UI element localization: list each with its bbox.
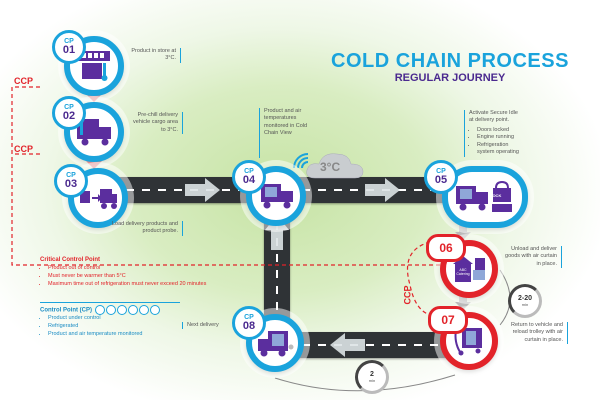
arrow-right-1 <box>185 178 220 202</box>
callout-03: Load delivery products and product probe… <box>110 221 183 236</box>
timer-icon-07-08: 2 min <box>355 360 389 394</box>
callout-05-bullets: Doors locked Engine running Refrigeratio… <box>469 127 523 157</box>
ccp-label-03: CCP <box>14 144 34 154</box>
step-node-04[interactable] <box>246 166 306 226</box>
legend-badge-icon <box>138 305 149 315</box>
callout-06: Unload and deliver goods with air curtai… <box>505 246 562 269</box>
legend-control-item: Product and air temperature monitored <box>48 331 180 339</box>
legend-control-item: Refrigerated <box>48 323 180 331</box>
store-text: ABC Catering <box>456 268 470 276</box>
callout-08: Next delivery <box>182 322 237 330</box>
legend-badge-icon <box>127 305 138 315</box>
callout-04: Product and air temperatures monitored i… <box>259 108 308 158</box>
legend-critical-item: Product out of control <box>48 265 240 273</box>
title-sub: REGULAR JOURNEY <box>394 72 506 84</box>
legend-badge-icon <box>149 305 160 315</box>
truck-lock-icon <box>456 180 512 212</box>
signal-wave-1 <box>301 161 309 169</box>
prechill-truck-icon <box>77 119 111 146</box>
callout-05: Activate Secure Idle at delivery point. … <box>464 110 523 157</box>
badge-cp-04: CP 04 <box>232 160 266 194</box>
badge-cp-03: CP 03 <box>54 164 88 198</box>
legend-critical-item: Must never be warmer than 5°C <box>48 273 240 281</box>
signal-wave-2 <box>297 157 309 169</box>
callout-05-bullet: Doors locked <box>477 127 523 134</box>
trolley-return-icon <box>454 328 482 356</box>
step-node-08[interactable] <box>246 314 304 372</box>
store-thermometer-icon <box>78 51 110 81</box>
legend-badge-icon <box>105 305 116 315</box>
truck-depart-icon <box>258 331 294 357</box>
step-node-05[interactable]: LOCK <box>442 166 528 228</box>
ccp-dashed-left <box>11 86 470 266</box>
badge-ccp-06: 06 <box>426 234 466 262</box>
loading-trolley-truck-icon <box>80 189 117 209</box>
signal-wave-3 <box>293 153 309 169</box>
legend-control-title: Control Point (CP) <box>40 307 92 314</box>
title-main: COLD CHAIN PROCESS <box>331 50 569 72</box>
cloud-icon <box>306 153 364 179</box>
badge-ccp-07: 07 <box>428 306 468 334</box>
badge-cp-08: CP 08 <box>232 306 266 340</box>
legend-badge-icon <box>116 305 127 315</box>
legend-critical-item: Maximum time out of refrigeration must n… <box>48 281 240 289</box>
callout-07: Return to vehicle and reload trolley wit… <box>505 322 568 345</box>
badge-cp-02: CP 02 <box>52 96 86 130</box>
lock-text: LOCK <box>490 193 502 198</box>
step-node-07[interactable] <box>440 312 498 370</box>
truck-signal-icon <box>261 184 293 209</box>
arrow-right-2 <box>365 178 400 202</box>
ccp-label-06-07: CCP <box>402 285 413 305</box>
diagram-title: COLD CHAIN PROCESS REGULAR JOURNEY <box>300 50 600 84</box>
cloud-temperature: 3°C <box>305 148 365 187</box>
callout-01: Product in store at 3°C. <box>128 48 181 63</box>
callout-05-text: Activate Secure Idle at delivery point. <box>469 110 518 124</box>
callout-05-bullet: Refrigeration system operating <box>477 142 523 157</box>
store-unload-icon <box>453 256 485 282</box>
callout-05-bullet: Engine running <box>477 134 523 141</box>
legend-control: Control Point (CP) Product under control… <box>40 302 180 339</box>
callout-02: Pre-chill delivery vehicle cargo area to… <box>128 112 183 135</box>
badge-cp-05: CP 05 <box>424 160 458 194</box>
ccp-dashed-right <box>406 241 431 316</box>
legend-critical-title: Critical Control Point <box>40 257 100 263</box>
arrow-left <box>330 333 365 357</box>
legend-critical: Critical Control Point Product out of co… <box>40 256 240 289</box>
ccp-label-02: CCP <box>14 76 34 86</box>
badge-cp-01: CP 01 <box>52 30 86 64</box>
legend-control-item: Product under control <box>48 315 180 323</box>
legend-badge-icon <box>94 305 105 315</box>
cloud-temperature-value: 3°C <box>320 160 341 174</box>
step-node-06[interactable]: ABC Catering <box>440 240 498 298</box>
legend-control-header: Control Point (CP) <box>40 305 180 315</box>
timer-icon-06-07: 2-20 min <box>508 284 542 318</box>
